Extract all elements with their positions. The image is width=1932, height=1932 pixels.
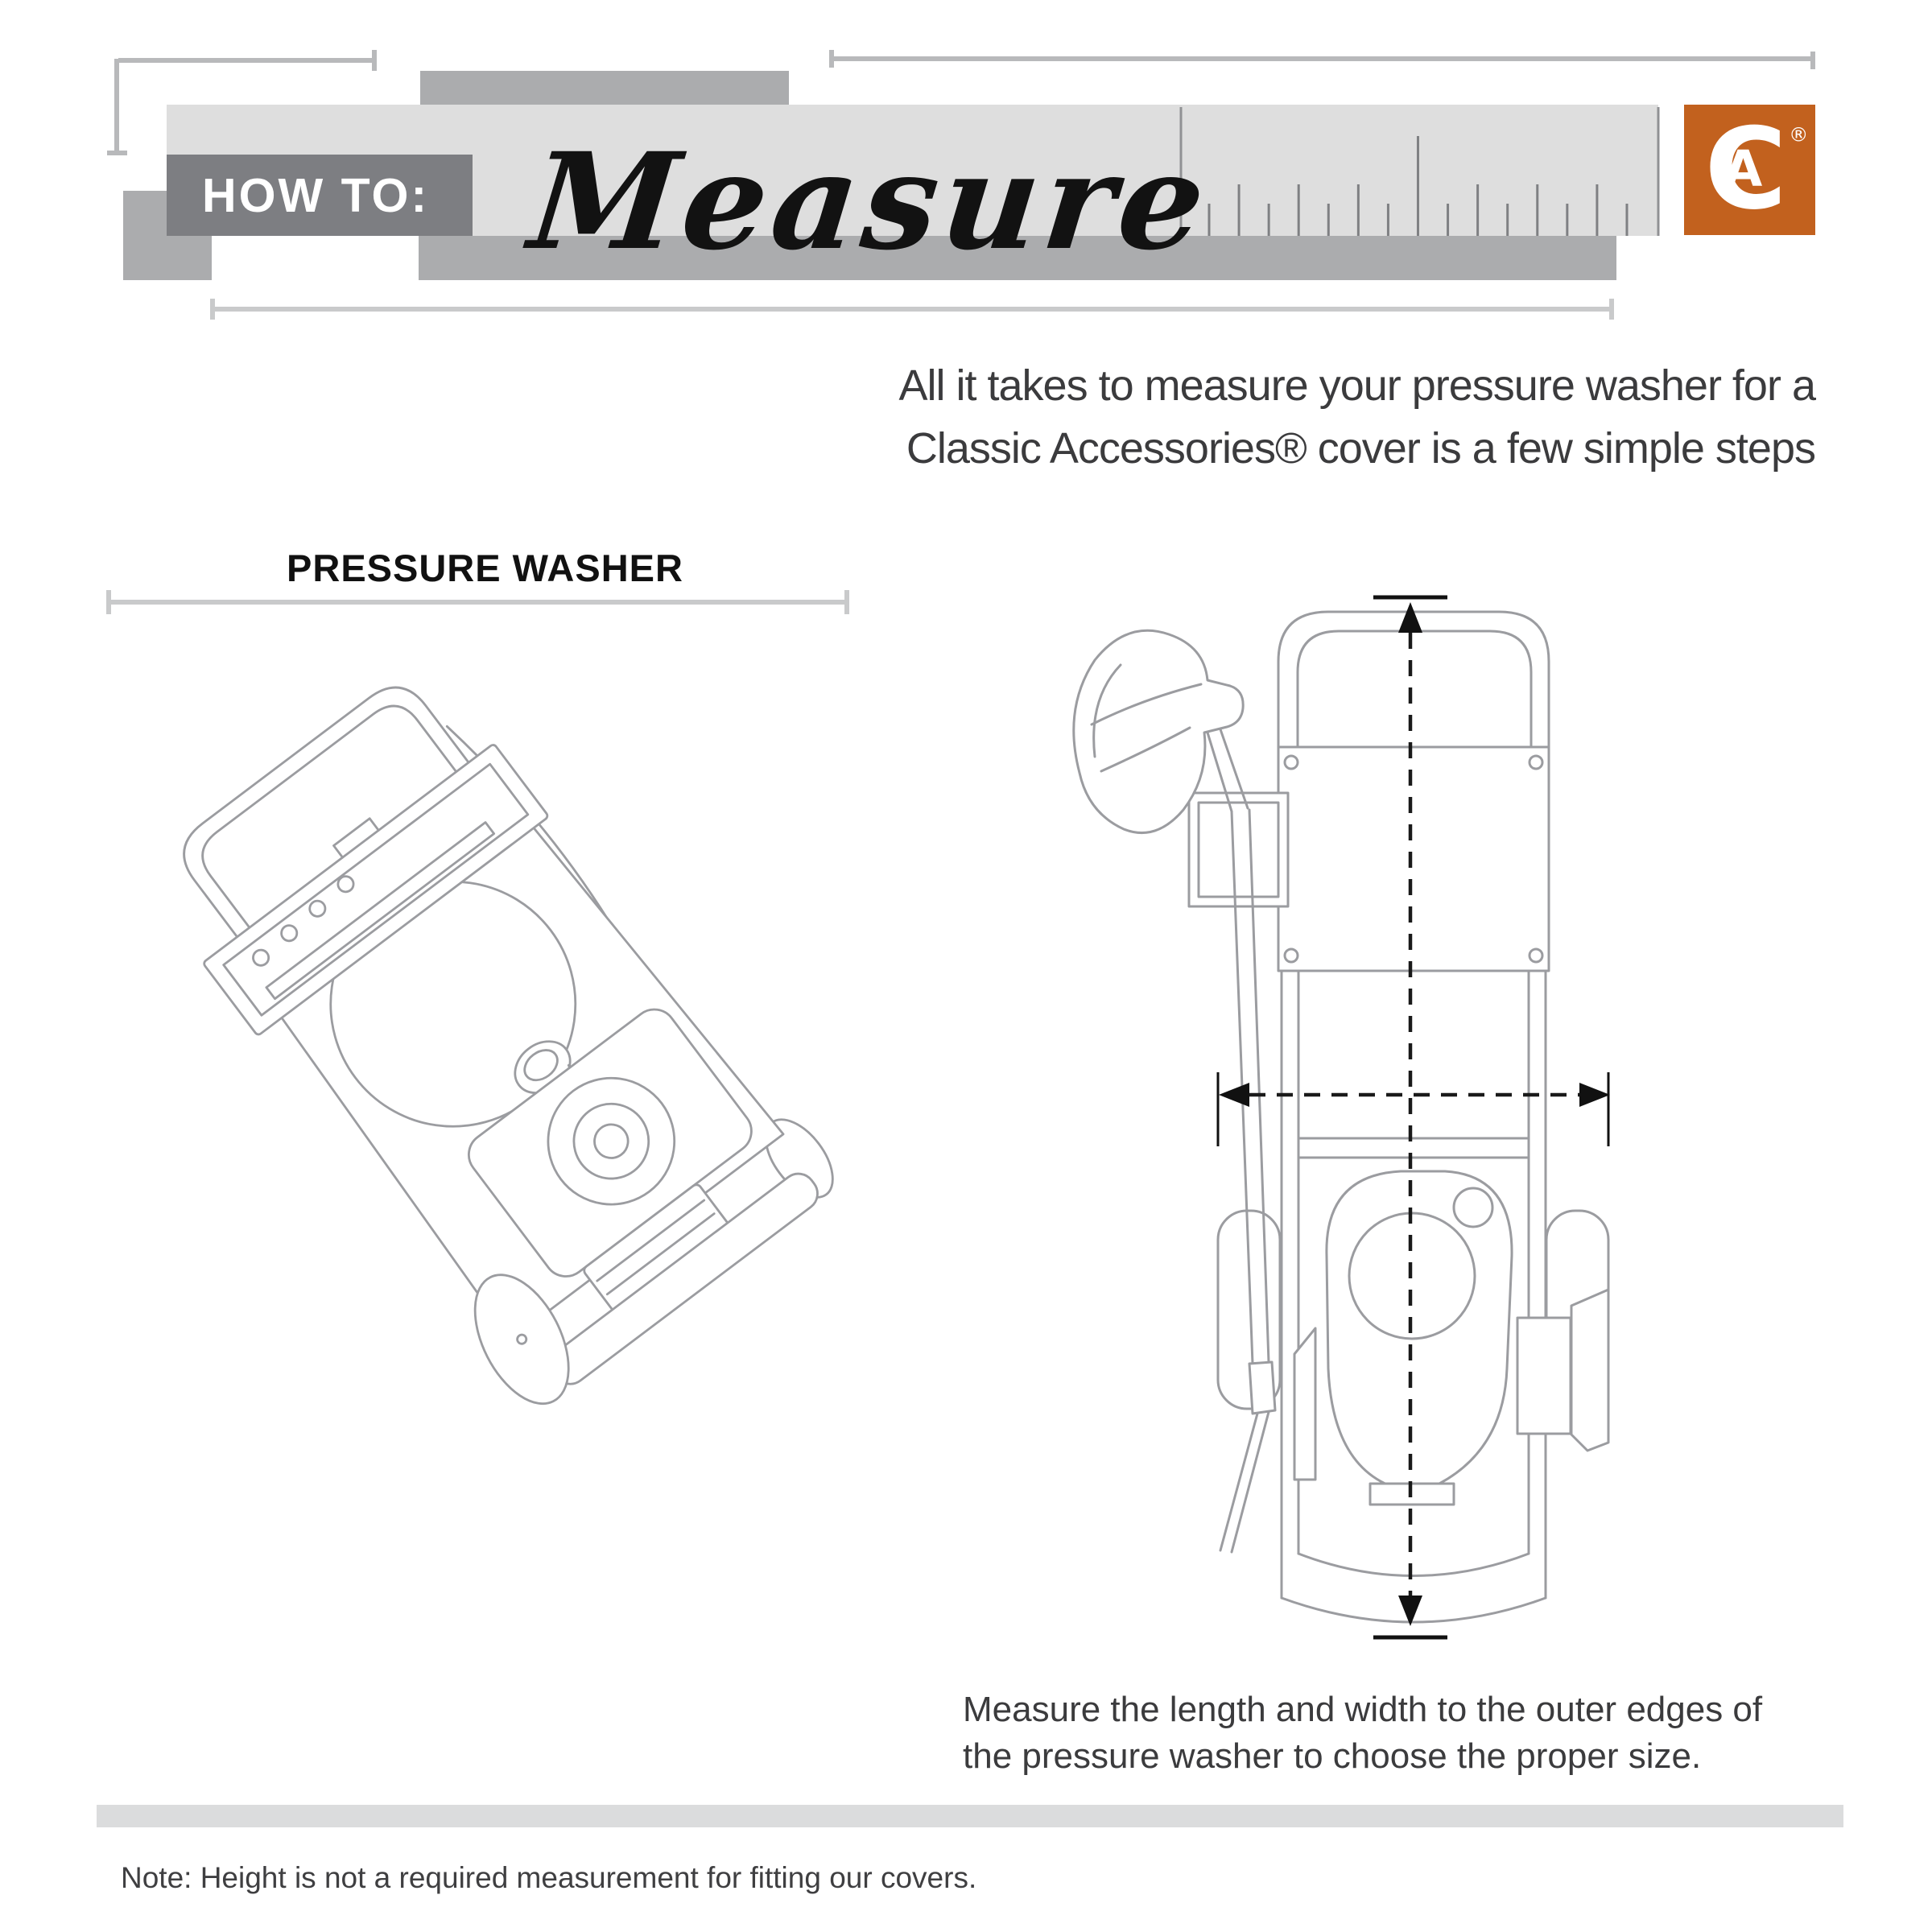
- pressure-washer-top-view-drawing: [1072, 610, 1610, 1624]
- pressure-washer-iso-drawing: [183, 686, 834, 1406]
- spray-gun-grip-lines: [1090, 663, 1203, 773]
- body-plate: [1277, 745, 1550, 972]
- measure-caption-line1: Measure the length and width to the oute…: [963, 1690, 1763, 1729]
- left-wheel: [1216, 1209, 1282, 1410]
- engine-block: [583, 1183, 731, 1315]
- knob: [336, 875, 355, 894]
- width-measurement: [1216, 1072, 1610, 1146]
- engine-housing: [467, 1008, 753, 1278]
- measure-caption: Measure the length and width to the oute…: [963, 1686, 1762, 1780]
- near-wheel: [473, 1274, 570, 1406]
- recoil-ring-outer: [547, 1076, 676, 1206]
- panel-tab: [332, 817, 380, 859]
- spray-gun: [1072, 629, 1245, 835]
- handle-inner: [1296, 630, 1533, 750]
- left-frame-piece: [1293, 1327, 1317, 1481]
- footer-divider-bar: [97, 1805, 1843, 1827]
- handle-inner: [201, 704, 467, 941]
- gun-neck: [1206, 728, 1249, 813]
- length-measurement: [1373, 595, 1447, 1640]
- header-subtitle-line2: Classic Accessories® cover is a few simp…: [906, 424, 1816, 473]
- fuel-cap: [514, 1040, 572, 1095]
- howto-kicker-box: HOW TO:: [167, 155, 473, 236]
- control-panel: [203, 744, 549, 1036]
- header-subtitle-line1: All it takes to measure your pressure wa…: [898, 361, 1816, 410]
- wand-coupler: [1248, 1360, 1277, 1415]
- panel-slot: [265, 821, 496, 1001]
- fuel-neck: [534, 1063, 581, 1110]
- svg-text:A: A: [1724, 139, 1763, 197]
- base-outer-curve: [1280, 1596, 1547, 1624]
- fuel-cap-inner: [523, 1049, 559, 1082]
- handle-outer: [183, 686, 479, 950]
- recoil-hub: [593, 1123, 630, 1159]
- engine-housing: [1325, 1170, 1513, 1487]
- side-rails: [1280, 969, 1547, 1600]
- ca-monogram-icon: C A ®: [1705, 104, 1809, 234]
- screw: [1283, 754, 1299, 770]
- arrow-left-icon: [1219, 1083, 1249, 1107]
- control-panel-inner: [222, 762, 530, 1017]
- header-subtitle: All it takes to measure your pressure wa…: [724, 354, 1816, 480]
- knob: [280, 924, 299, 943]
- handle-outer: [1277, 610, 1550, 750]
- base-inner-curve: [1297, 1552, 1530, 1577]
- howto-kicker-label: HOW TO:: [202, 168, 430, 222]
- gun-holder-inner: [1197, 801, 1280, 898]
- arrow-right-icon: [1579, 1083, 1610, 1107]
- header-gray-bar-under: [419, 236, 1616, 280]
- screw: [1528, 947, 1544, 964]
- wheel-hub: [516, 1333, 528, 1345]
- recoil-ring: [572, 1102, 650, 1180]
- header-underline: [210, 299, 1614, 320]
- recoil-starter: [1348, 1212, 1476, 1340]
- section-label: PRESSURE WASHER: [287, 547, 683, 589]
- base-skid: [550, 1172, 819, 1385]
- gun-holder-outer: [1187, 791, 1290, 908]
- right-fitting: [1570, 1288, 1610, 1452]
- bracket-top-right: [829, 50, 1815, 69]
- right-wheel: [1545, 1209, 1610, 1410]
- svg-text:®: ®: [1789, 122, 1808, 146]
- exhaust: [1368, 1482, 1455, 1506]
- knob: [252, 948, 270, 967]
- knob: [308, 899, 327, 918]
- right-bracket: [1516, 1316, 1572, 1435]
- oil-cap: [1452, 1187, 1494, 1228]
- hose-reel: [329, 880, 577, 1128]
- page-title: Measure: [522, 123, 1217, 279]
- wand-tip: [1219, 1410, 1270, 1554]
- section-underline: [106, 590, 849, 614]
- classic-accessories-logo: C A ®: [1684, 104, 1815, 235]
- holster-tube: [445, 724, 648, 989]
- screw: [1528, 754, 1544, 770]
- screw: [1283, 947, 1299, 964]
- svg-text:C: C: [1705, 105, 1787, 234]
- arrow-up-icon: [1398, 602, 1422, 633]
- measure-caption-line2: the pressure washer to choose the proper…: [963, 1736, 1702, 1776]
- arrow-down-icon: [1398, 1596, 1422, 1626]
- cross-bar: [1297, 1137, 1530, 1159]
- engine-fins: [596, 1199, 716, 1296]
- far-wheel: [764, 1118, 834, 1199]
- footer-note: Note: Height is not a required measureme…: [121, 1861, 977, 1894]
- body-frame: [234, 766, 785, 1341]
- wand: [1230, 808, 1270, 1365]
